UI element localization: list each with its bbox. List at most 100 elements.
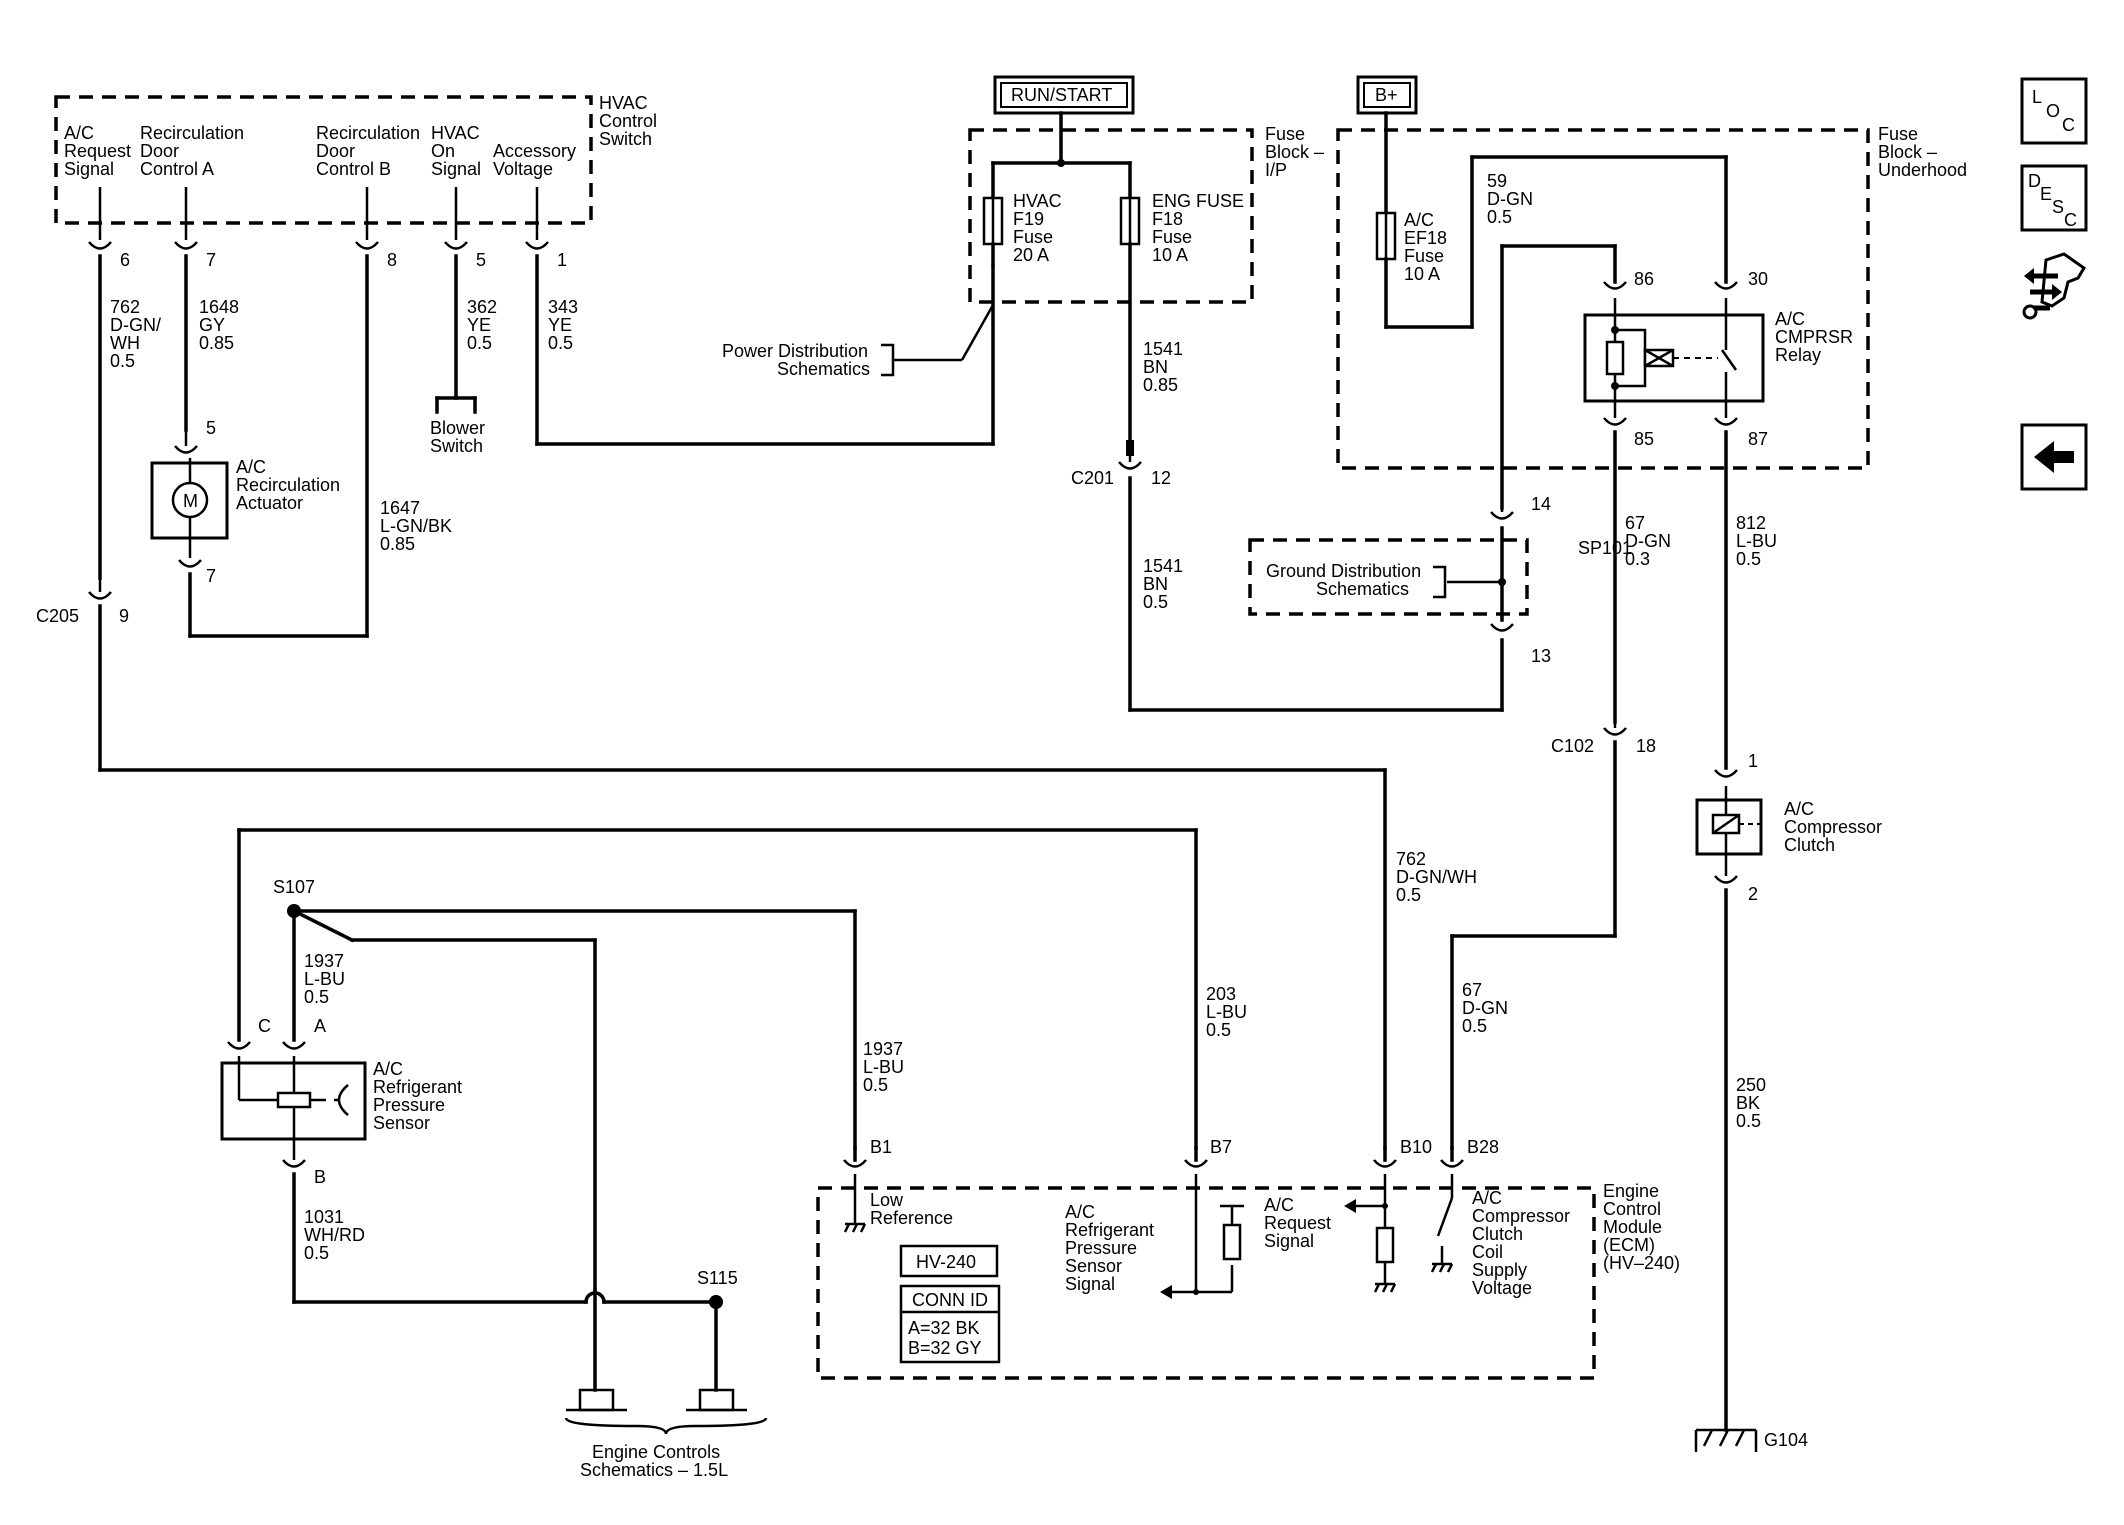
ecm-pin-b10: B10 [1400,1137,1432,1157]
svg-text:Sensor: Sensor [373,1113,430,1133]
svg-text:Clutch: Clutch [1472,1224,1523,1244]
svg-text:A=32 BK: A=32 BK [908,1318,980,1338]
svg-text:D-GN/WH: D-GN/WH [1396,867,1477,887]
svg-text:Underhood: Underhood [1878,160,1967,180]
svg-text:D-GN: D-GN [1625,531,1671,551]
svg-text:Pressure: Pressure [1065,1238,1137,1258]
hvac-switch-title-3: Switch [599,129,652,149]
svg-text:Reference: Reference [870,1208,953,1228]
col-hvac-on-3: Signal [431,159,481,179]
svg-text:L-BU: L-BU [304,969,345,989]
svg-text:Power Distribution: Power Distribution [722,341,868,361]
svg-text:C: C [2064,210,2077,230]
svg-text:Fuse: Fuse [1013,227,1053,247]
svg-text:WH/RD: WH/RD [304,1225,365,1245]
svg-text:10 A: 10 A [1404,264,1440,284]
hvac-pin-5: 5 [476,250,486,270]
svg-text:0.5: 0.5 [1462,1016,1487,1036]
col-recirc-b-1: Recirculation [316,123,420,143]
svg-text:YE: YE [548,315,572,335]
actuator-pin-7: 7 [206,566,216,586]
col-accessory-2: Voltage [493,159,553,179]
chassis-ground-icon [843,1222,867,1233]
col-ac-request-3: Signal [64,159,114,179]
svg-text:Schematics – 1.5L: Schematics – 1.5L [580,1460,728,1480]
svg-text:L: L [2032,87,2042,107]
svg-text:0.85: 0.85 [380,534,415,554]
svg-text:362: 362 [467,297,497,317]
svg-text:0.5: 0.5 [1487,207,1512,227]
svg-text:Signal: Signal [1264,1231,1314,1251]
svg-text:59: 59 [1487,171,1507,191]
svg-text:EF18: EF18 [1404,228,1447,248]
back-arrow-button[interactable] [2020,423,2088,491]
col-hvac-on-1: HVAC [431,123,480,143]
svg-text:(HV–240): (HV–240) [1603,1253,1680,1273]
svg-text:762: 762 [110,297,140,317]
back-arrow-icon [2034,441,2074,473]
svg-text:BN: BN [1143,574,1168,594]
col-accessory-1: Accessory [493,141,576,161]
wire-1647-label: 1647 L-GN/BK 0.85 [380,498,452,554]
svg-text:B: B [314,1167,326,1187]
desc-button[interactable]: D E S C [2020,164,2088,232]
svg-text:Refrigerant: Refrigerant [1065,1220,1154,1240]
clutch-pin-2: 2 [1748,884,1758,904]
svg-text:CONN ID: CONN ID [912,1290,988,1310]
connector-c201: C201 [1071,468,1114,488]
svg-text:Schematics: Schematics [777,359,870,379]
run-start-label: RUN/START [1011,85,1112,105]
svg-text:Voltage: Voltage [1472,1278,1532,1298]
wire-1648-label: 1648 GY 0.85 [199,297,239,353]
svg-text:0.5: 0.5 [1396,885,1421,905]
relay-pin-85: 85 [1634,429,1654,449]
svg-text:Supply: Supply [1472,1260,1527,1280]
svg-text:0.5: 0.5 [548,333,573,353]
svg-text:D-GN: D-GN [1487,189,1533,209]
svg-text:0.5: 0.5 [1143,592,1168,612]
svg-text:C: C [258,1016,271,1036]
svg-text:Block –: Block – [1265,142,1324,162]
splice-s115: S115 [697,1268,738,1288]
svg-text:D: D [2028,171,2041,191]
svg-text:L-BU: L-BU [1736,531,1777,551]
svg-text:Actuator: Actuator [236,493,303,513]
svg-text:E: E [2040,184,2052,204]
svg-text:A: A [314,1016,326,1036]
svg-text:1648: 1648 [199,297,239,317]
svg-text:1937: 1937 [304,951,344,971]
svg-text:0.5: 0.5 [1736,549,1761,569]
svg-text:Block –: Block – [1878,142,1937,162]
svg-text:Fuse: Fuse [1404,246,1444,266]
svg-text:A/C: A/C [1065,1202,1095,1222]
svg-text:BN: BN [1143,357,1168,377]
loc-button[interactable]: L O C [2020,77,2088,145]
svg-text:67: 67 [1462,980,1482,1000]
col-ac-request-1: A/C [64,123,94,143]
wire-59-label: 59 D-GN 0.5 [1487,171,1533,227]
svg-text:CMPRSR: CMPRSR [1775,327,1853,347]
svg-text:A/C: A/C [1264,1195,1294,1215]
svg-text:0.3: 0.3 [1625,549,1650,569]
svg-text:Schematics: Schematics [1316,579,1409,599]
svg-text:F19: F19 [1013,209,1044,229]
power-distribution-ref: Power Distribution Schematics [722,304,995,379]
c201-pin: 12 [1151,468,1171,488]
hvac-switch-title-2: Control [599,111,657,131]
svg-text:Signal: Signal [1065,1274,1115,1294]
svg-text:203: 203 [1206,984,1236,1004]
svg-text:BK: BK [1736,1093,1760,1113]
svg-text:20 A: 20 A [1013,245,1049,265]
svg-text:0.5: 0.5 [1736,1111,1761,1131]
svg-text:Sensor: Sensor [1065,1256,1122,1276]
svg-text:S: S [2052,197,2064,217]
connector-view-icon[interactable] [2022,252,2087,320]
col-recirc-b-3: Control B [316,159,391,179]
svg-text:D-GN/: D-GN/ [110,315,161,335]
svg-text:Low: Low [870,1190,904,1210]
svg-text:Compressor: Compressor [1784,817,1882,837]
ecm-pin-b1: B1 [870,1137,892,1157]
svg-text:Pressure: Pressure [373,1095,445,1115]
svg-text:HVAC: HVAC [1013,191,1062,211]
